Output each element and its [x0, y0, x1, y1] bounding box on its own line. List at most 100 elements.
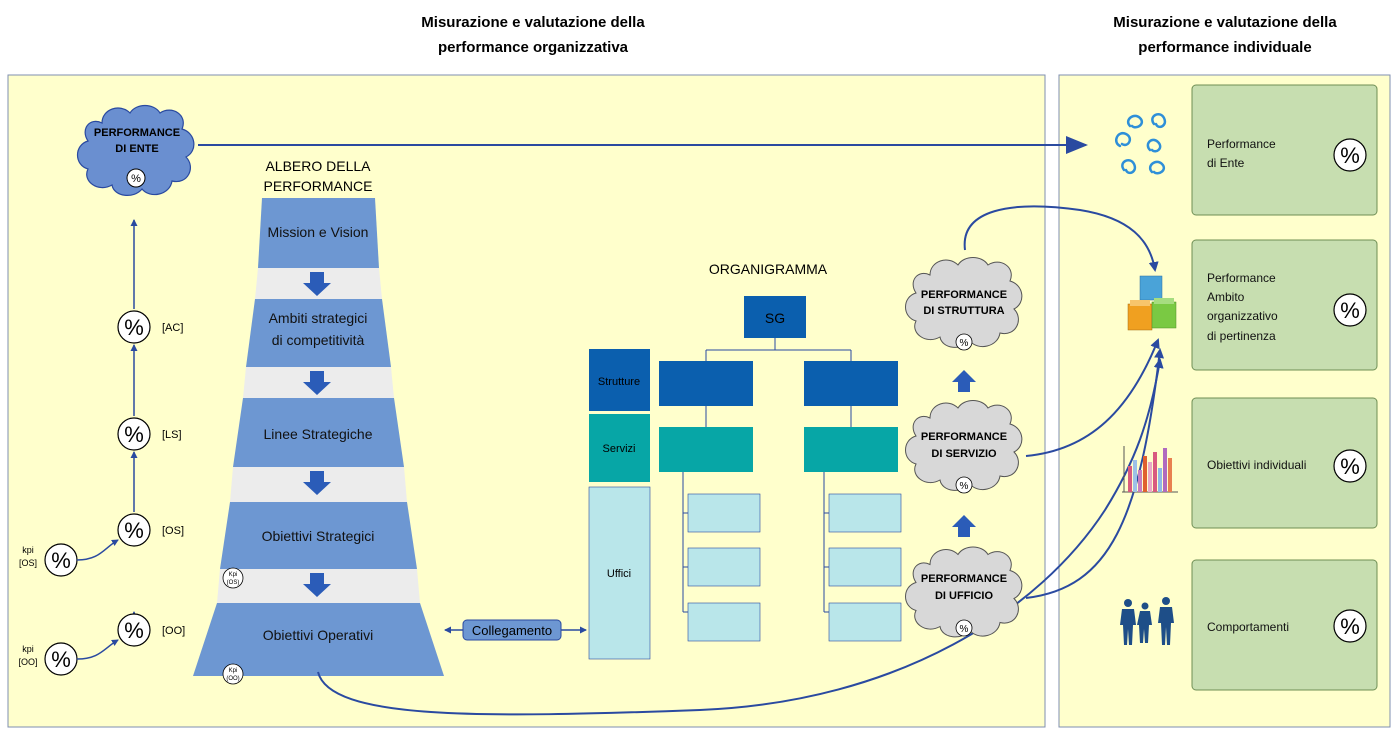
cloud-servizio-line2: DI SERVIZIO	[931, 448, 997, 460]
ac-percent-icon	[117, 310, 151, 344]
org-struttura-box-1	[659, 361, 753, 406]
ind-obiettivi-percent-symbol: %	[1340, 454, 1360, 479]
up-arrow-icon	[952, 370, 976, 392]
os-label: [OS]	[162, 525, 184, 537]
ind-ente-percent-icon	[1333, 138, 1367, 172]
oo-label: [OO]	[162, 625, 185, 637]
org-header: Misurazione e valutazione della performa…	[421, 14, 645, 56]
oo-to-ambito-curve	[317, 358, 1164, 716]
tree-title-line1: ALBERO DELLA	[265, 158, 371, 174]
org-servizio-box-2	[804, 427, 898, 472]
ind-ente-percent-symbol: %	[1340, 143, 1360, 168]
tree-kpi-os-line1: Kpi	[229, 572, 238, 578]
os-percent-icon	[117, 513, 151, 547]
up-arrow-icon	[952, 515, 976, 537]
organigramma: ORGANIGRAMMA SG	[588, 261, 902, 660]
ind-ambito-line4: di pertinenza	[1207, 329, 1276, 343]
org-ufficio-box	[687, 602, 761, 642]
kpi-os-line1: kpi	[22, 545, 34, 555]
organigramma-title: ORGANIGRAMMA	[709, 261, 828, 277]
chain-node-oo: % [OO]	[117, 613, 185, 647]
ls-label: [LS]	[162, 429, 182, 441]
performance-tree: ALBERO DELLA PERFORMANCE Mission e Visio…	[193, 158, 444, 685]
org-title-line2: performance organizzativa	[438, 39, 629, 56]
cloud-struttura-line2: DI STRUTTURA	[923, 305, 1004, 317]
org-side-uffici	[588, 486, 651, 660]
struttura-percent-icon	[955, 333, 973, 351]
org-side-strutture	[589, 349, 650, 411]
ente-percent-icon	[126, 168, 146, 188]
cubes-icon	[1127, 275, 1177, 331]
collegamento-link: Collegamento	[444, 619, 587, 641]
down-arrow-icon	[303, 371, 331, 395]
tree-level-ambiti-label2: di competitività	[272, 332, 365, 348]
ac-label: [AC]	[162, 322, 183, 334]
org-servizio-box-1	[659, 427, 753, 472]
logo-knot-icon	[1115, 113, 1167, 175]
kpi-oo-input: kpi [OO] %	[18, 639, 119, 676]
cloud-ufficio-line2: DI UFFICIO	[935, 590, 993, 602]
tree-kpi-oo: Kpi (OO)	[222, 663, 244, 685]
org-struttura-box-2	[804, 361, 898, 406]
tree-kpi-oo-line1: Kpi	[229, 668, 238, 674]
individual-box-comportamenti: Comportamenti %	[1191, 559, 1378, 691]
ente-cloud: PERFORMANCE DI ENTE %	[76, 104, 195, 197]
tree-kpi-os-line2: (OS)	[227, 580, 240, 586]
tree-level-ambiti	[246, 299, 391, 367]
down-arrow-icon	[303, 272, 331, 296]
tree-level-ambiti-label1: Ambiti strategici	[269, 310, 368, 326]
ac-percent-symbol: %	[124, 315, 144, 340]
collegamento-label: Collegamento	[472, 623, 552, 638]
struttura-to-ambito-curve	[963, 205, 1159, 272]
ente-cloud-line1: PERFORMANCE	[94, 127, 180, 139]
individual-box-ambito: Performance Ambito organizzativo di pert…	[1191, 239, 1378, 371]
ind-comportamenti-percent-icon	[1333, 609, 1367, 643]
ind-header: Misurazione e valutazione della performa…	[1113, 14, 1337, 56]
org-side-strutture-label: Strutture	[598, 376, 640, 388]
ind-title-line2: performance individuale	[1138, 39, 1311, 56]
org-side-servizi	[589, 414, 650, 482]
ente-cloud-line2: DI ENTE	[115, 143, 158, 155]
ind-ambito-line2: Ambito	[1207, 290, 1245, 304]
tree-level-oo-label: Obiettivi Operativi	[263, 627, 373, 643]
chain-node-os: % [OS]	[117, 513, 184, 547]
cloud-struttura: PERFORMANCE DI STRUTTURA %	[904, 256, 1023, 351]
servizio-percent-symbol: %	[960, 481, 969, 492]
tree-level-os-label: Obiettivi Strategici	[262, 528, 375, 544]
ente-percent-symbol: %	[131, 173, 141, 185]
org-ufficio-box	[687, 493, 761, 533]
ufficio-percent-icon	[955, 619, 973, 637]
tree-level-linee	[233, 398, 404, 467]
chain-node-ls: % [LS]	[117, 417, 182, 451]
ufficio-to-ambito-curve	[1025, 348, 1165, 599]
org-sg-label: SG	[765, 310, 785, 326]
ind-ambito-line1: Performance	[1207, 271, 1276, 285]
kpi-oo-line2: [OO]	[18, 657, 37, 667]
tree-level-mission-label: Mission e Vision	[268, 224, 369, 240]
org-title-line1: Misurazione e valutazione della	[421, 14, 645, 31]
kpi-chain: % [AC] % [LS] % [OS] % [OO] kpi [OS] %	[18, 219, 185, 676]
tree-kpi-os: Kpi (OS)	[222, 567, 244, 589]
ind-ambito-percent-symbol: %	[1340, 298, 1360, 323]
org-ufficio-box	[828, 602, 902, 642]
kpi-oo-percent-symbol: %	[51, 647, 71, 672]
ind-obiettivi-line1: Obiettivi individuali	[1207, 458, 1306, 472]
oo-percent-icon	[117, 613, 151, 647]
org-side-uffici-label: Uffici	[607, 568, 631, 580]
kpi-os-input: kpi [OS] %	[19, 539, 119, 577]
cloud-struttura-line1: PERFORMANCE	[921, 289, 1007, 301]
cloud-ufficio: PERFORMANCE DI UFFICIO %	[904, 546, 1023, 638]
down-arrow-icon	[303, 471, 331, 495]
org-ufficio-box	[687, 547, 761, 587]
org-sg-box	[744, 296, 806, 338]
ind-ambito-line3: organizzativo	[1207, 309, 1278, 323]
tree-down-arrows	[303, 272, 331, 597]
servizio-percent-icon	[955, 476, 973, 494]
ind-title-line1: Misurazione e valutazione della	[1113, 14, 1337, 31]
individual-box-ente: Performance di Ente %	[1191, 84, 1378, 216]
people-icon	[1120, 597, 1174, 645]
cloud-servizio-line1: PERFORMANCE	[921, 431, 1007, 443]
ls-percent-icon	[117, 417, 151, 451]
cloud-servizio: PERFORMANCE DI SERVIZIO %	[904, 399, 1023, 494]
